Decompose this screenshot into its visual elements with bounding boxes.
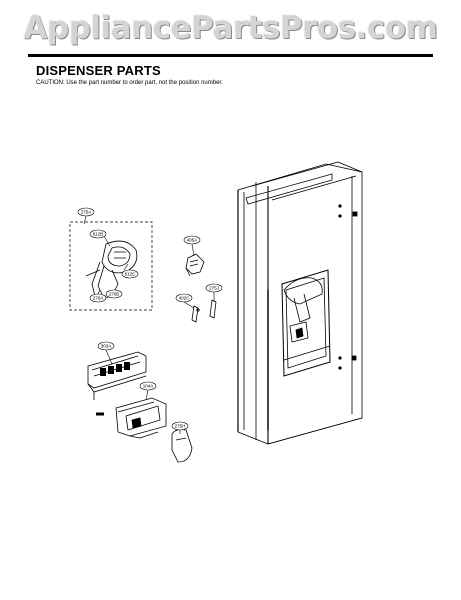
pad-275h <box>171 429 193 463</box>
control-panel-303a <box>87 351 147 400</box>
part-callouts <box>77 207 223 434</box>
callout-405a: 405A <box>187 238 198 243</box>
callout-303a: 303A <box>101 344 112 349</box>
callout-276b: 276B <box>109 292 120 297</box>
callout-104a: 104A <box>143 384 154 389</box>
page-title: DISPENSER PARTS <box>36 63 161 78</box>
callout-612b: 612B <box>93 232 104 237</box>
small-parts <box>191 299 217 323</box>
callout-275h: 275H <box>175 424 186 429</box>
housing-104a <box>96 397 167 439</box>
header-rule <box>28 54 433 57</box>
callout-275j: 275J <box>209 286 219 291</box>
callout-275a: 275A <box>81 210 92 215</box>
callout-276a: 276A <box>93 296 104 301</box>
callout-labels: 275A 612B 612C 276A 276B 405A 275J 402C … <box>81 210 219 429</box>
callout-402c: 402C <box>179 296 191 301</box>
caution-note: CAUTION: Use the part number to order pa… <box>36 80 223 86</box>
bracket-405a <box>185 253 205 277</box>
control-assembly-group <box>69 221 153 311</box>
callout-612c: 612C <box>125 272 137 277</box>
site-watermark: AppliancePartsPros.com <box>23 10 438 46</box>
refrigerator-door <box>237 161 363 445</box>
